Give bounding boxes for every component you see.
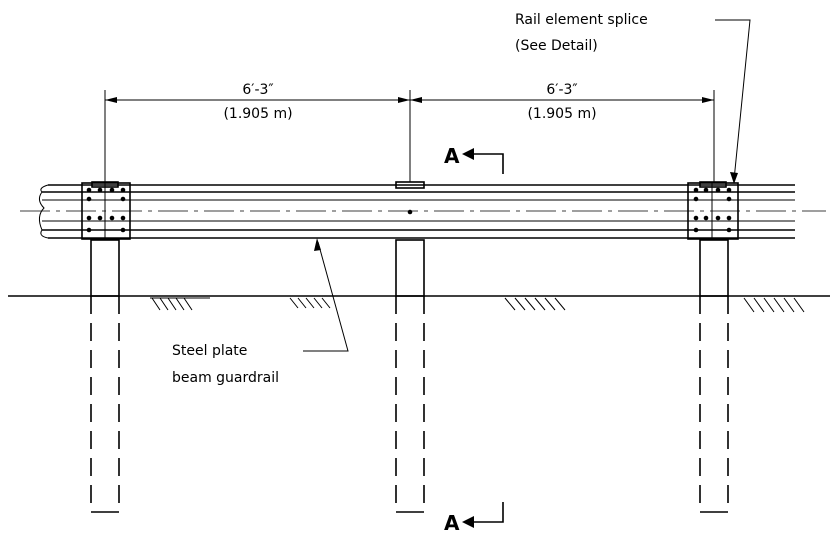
post-middle bbox=[395, 239, 425, 513]
dimension-1-imperial: 6′-3″ bbox=[242, 82, 273, 98]
section-marker-bottom: A bbox=[444, 502, 504, 535]
dimension-2-metric: (1.905 m) bbox=[527, 106, 596, 122]
dimension-lines bbox=[104, 90, 715, 182]
callout-guardrail-line2: beam guardrail bbox=[172, 370, 279, 386]
section-label-bottom: A bbox=[444, 511, 460, 535]
callout-splice-leader bbox=[715, 19, 751, 181]
post-left bbox=[90, 239, 120, 513]
section-label-top: A bbox=[444, 144, 460, 168]
callout-splice-line2: (See Detail) bbox=[515, 38, 598, 54]
dimension-1-metric: (1.905 m) bbox=[223, 106, 292, 122]
section-marker-top: A bbox=[444, 144, 504, 174]
beam-guardrail bbox=[20, 184, 826, 239]
post-block-middle bbox=[395, 181, 425, 215]
post-right bbox=[699, 239, 729, 513]
ground bbox=[8, 295, 830, 313]
dimension-2-imperial: 6′-3″ bbox=[546, 82, 577, 98]
callout-splice-line1: Rail element splice bbox=[515, 12, 648, 28]
splice-plate-left bbox=[81, 181, 131, 240]
callout-guardrail-leader bbox=[303, 241, 349, 352]
callout-guardrail-line1: Steel plate bbox=[172, 343, 247, 359]
splice-plate-right bbox=[687, 181, 739, 240]
